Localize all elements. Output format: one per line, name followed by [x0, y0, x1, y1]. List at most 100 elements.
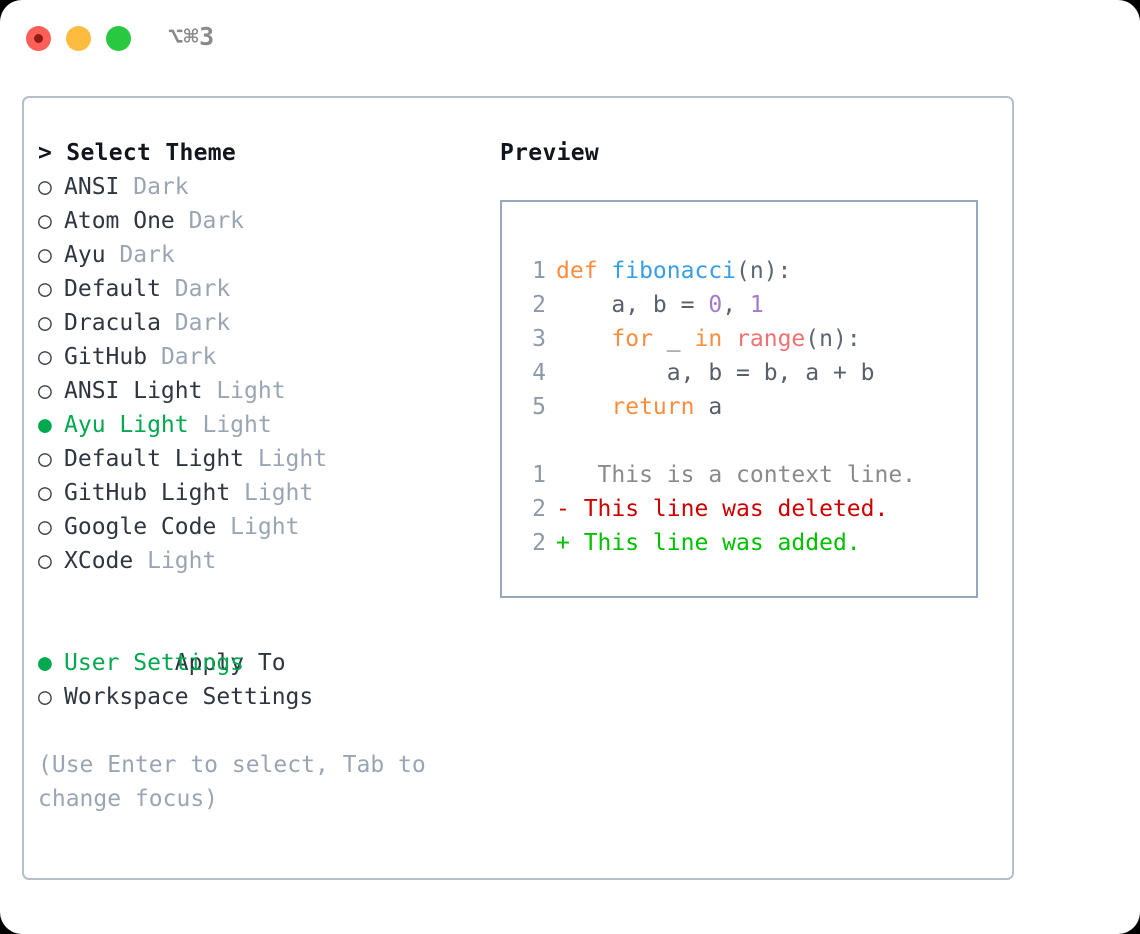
- code-token: range: [736, 326, 806, 352]
- theme-list: ○ANSI Dark○Atom One Dark○Ayu Dark○Defaul…: [38, 170, 488, 578]
- code-token: (n):: [805, 326, 861, 352]
- radio-selected-icon: ●: [38, 412, 52, 438]
- theme-list-item-tag: Light: [244, 446, 328, 472]
- title-bar: ⌥⌘3: [0, 0, 1140, 78]
- theme-list-item-tag: Dark: [105, 242, 175, 268]
- diff-sample: 1 This is a context line. 2 - This line wa…: [502, 458, 976, 560]
- theme-list-item-label: ANSI: [64, 174, 120, 200]
- theme-list-item-label: XCode: [64, 548, 134, 574]
- line-number: 5: [532, 394, 546, 420]
- theme-list-item[interactable]: ○ANSI Light Light: [38, 374, 488, 408]
- theme-list-item-label: Atom One: [64, 208, 175, 234]
- line-number: 2: [532, 292, 546, 318]
- theme-list-item-label: Google Code: [64, 514, 217, 540]
- window-title: ⌥⌘3: [168, 22, 215, 51]
- diff-line-text: - This line was deleted.: [556, 496, 889, 522]
- code-token: a, b =: [556, 292, 709, 318]
- radio-unselected-icon: ○: [38, 242, 52, 268]
- code-token: a, b = b, a + b: [556, 360, 875, 386]
- theme-list-item-tag: Light: [133, 548, 217, 574]
- code-token: in: [694, 326, 723, 352]
- theme-list-item[interactable]: ○ Ayu Dark: [38, 238, 488, 272]
- theme-list-item[interactable]: ○ Default Dark: [38, 272, 488, 306]
- theme-list-item-label: Ayu Light: [64, 412, 189, 438]
- theme-list-item[interactable]: ○ Dracula Dark: [38, 306, 488, 340]
- theme-list-item-tag: Dark: [174, 208, 245, 234]
- radio-unselected-icon: ○: [38, 446, 52, 472]
- code-token: for: [611, 326, 653, 352]
- minimize-window-button[interactable]: [66, 26, 91, 51]
- preview-title: Preview: [500, 140, 600, 166]
- theme-list-item[interactable]: ○ Atom One Dark: [38, 204, 488, 238]
- code-diff-separator: [502, 424, 976, 458]
- apply-to-header: ○Apply To: [38, 612, 488, 676]
- maximize-window-button[interactable]: [106, 26, 131, 51]
- select-theme-header: > Select Theme: [38, 140, 237, 166]
- theme-list-item-tag: Light: [202, 378, 286, 404]
- radio-unselected-icon: ○: [38, 480, 52, 506]
- theme-list-item-tag: Light: [216, 514, 300, 540]
- line-number: 3: [532, 326, 546, 352]
- code-token: _: [652, 326, 695, 352]
- radio-unselected-icon: ○: [38, 548, 52, 574]
- close-window-button[interactable]: [26, 26, 51, 51]
- code-line: 1 def fibonacci(n):: [502, 254, 976, 288]
- diff-line: 2 - This line was deleted.: [502, 492, 976, 526]
- theme-list-item-tag: Dark: [160, 276, 231, 302]
- code-token: return: [611, 394, 695, 420]
- line-number: 2: [532, 496, 546, 522]
- code-token: [556, 326, 611, 352]
- code-token: a: [694, 394, 723, 420]
- theme-list-item-tag: Dark: [160, 310, 231, 336]
- diff-line: 1 This is a context line.: [502, 458, 976, 492]
- theme-list-item[interactable]: ○ GitHub Light Light: [38, 476, 488, 510]
- theme-list-item[interactable]: ○ GitHub Dark: [38, 340, 488, 374]
- code-token: fibonacci: [611, 258, 737, 284]
- code-token: (n):: [736, 258, 792, 284]
- radio-unselected-icon: ○: [38, 276, 52, 302]
- line-number: 2: [532, 530, 546, 556]
- diff-line: 2 + This line was added.: [502, 526, 976, 560]
- theme-list-item-tag: Dark: [147, 344, 217, 370]
- apply-to-item-label: User Settings: [64, 650, 245, 676]
- line-number: 4: [532, 360, 546, 386]
- radio-unselected-icon: ○: [38, 174, 52, 200]
- theme-list-item[interactable]: ○Default Light Light: [38, 442, 488, 476]
- code-line: 2 a, b = 0, 1: [502, 288, 976, 322]
- theme-list-item-label: Ayu: [64, 242, 106, 268]
- code-token: 0: [708, 292, 723, 318]
- theme-list-item-tag: Light: [188, 412, 272, 438]
- code-token: ,: [722, 292, 750, 318]
- theme-picker-panel: > Select Theme ○ANSI Dark○Atom One Dark○…: [22, 96, 1014, 880]
- apply-to-item[interactable]: ●User Settings: [38, 646, 488, 680]
- apply-to-item[interactable]: ○Workspace Settings: [38, 680, 488, 714]
- code-token: def: [556, 258, 612, 284]
- theme-list-item[interactable]: ○ Google Code Light: [38, 510, 488, 544]
- theme-list-item-label: Dracula: [64, 310, 161, 336]
- radio-unselected-icon: ○: [38, 514, 52, 540]
- theme-list-item[interactable]: ○ ANSI Dark: [38, 170, 488, 204]
- theme-list-item-tag: Dark: [119, 174, 189, 200]
- radio-unselected-icon: ○: [38, 344, 52, 370]
- code-token: [722, 326, 736, 352]
- diff-line-text: + This line was added.: [556, 530, 861, 556]
- theme-list-item-label: GitHub: [64, 344, 148, 370]
- theme-list-item-label: GitHub Light: [64, 480, 231, 506]
- keyboard-hint-text: (Use Enter to select, Tab to change focu…: [38, 752, 440, 812]
- radio-unselected-icon: ○: [38, 310, 52, 336]
- code-token: 1: [749, 292, 764, 318]
- theme-list-item[interactable]: ○ XCode Light: [38, 544, 488, 578]
- diff-line-text: This is a context line.: [556, 462, 917, 488]
- apply-to-item-label: Workspace Settings: [64, 684, 314, 710]
- apply-to-list: ●User Settings○Workspace Settings: [38, 646, 488, 714]
- line-number: 1: [532, 258, 546, 284]
- line-number: 1: [532, 462, 546, 488]
- theme-list-item-label: Default: [64, 276, 161, 302]
- theme-selection-column: > Select Theme ○ANSI Dark○Atom One Dark○…: [38, 136, 488, 816]
- theme-list-item[interactable]: ● Ayu Light Light: [38, 408, 488, 442]
- radio-unselected-icon: ○: [38, 208, 52, 234]
- theme-list-item-tag: Light: [230, 480, 314, 506]
